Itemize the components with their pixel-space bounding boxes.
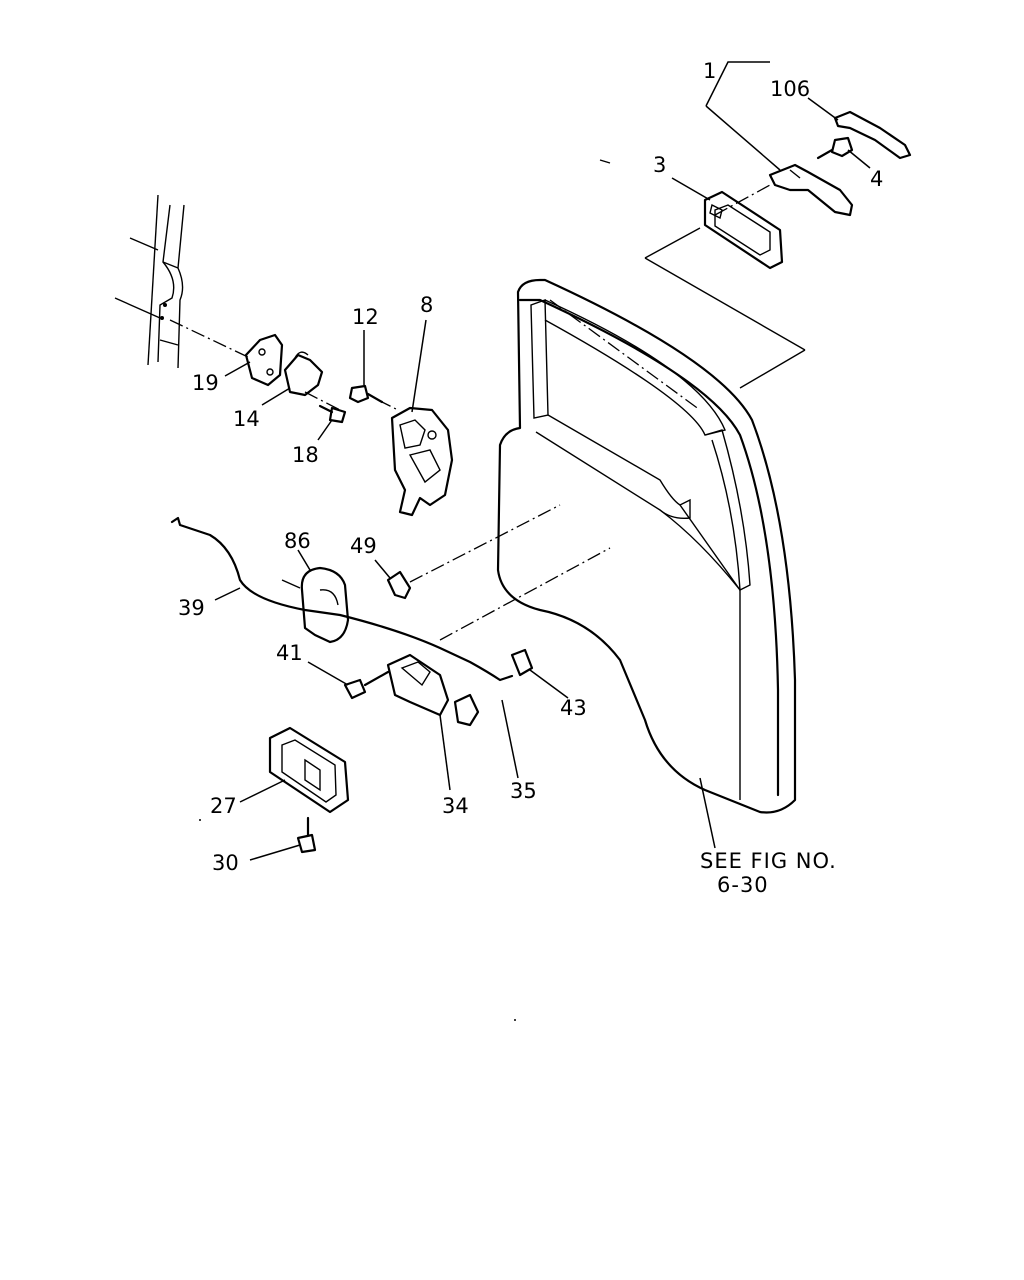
cover-86	[281, 566, 350, 644]
label-19: 19	[192, 371, 219, 395]
label-106: 106	[770, 77, 810, 101]
reference-note-line2: 6-30	[717, 873, 769, 897]
bezel-27	[268, 726, 350, 814]
rod-39	[170, 516, 514, 682]
label-27: 27	[210, 794, 237, 818]
label-41: 41	[276, 641, 303, 665]
clip-43	[510, 648, 534, 677]
door-panel	[496, 278, 797, 814]
screw-4	[816, 136, 854, 160]
leader-lines	[214, 61, 871, 861]
label-86: 86	[284, 529, 311, 553]
striker-14	[283, 351, 324, 397]
label-30: 30	[212, 851, 239, 875]
handle-rod-106	[833, 110, 912, 160]
part-labels: 1 106 3 4 12 8 19 14 18 86 49 39 41 43 3…	[178, 59, 883, 875]
screw-30	[296, 816, 317, 854]
label-3: 3	[653, 153, 666, 177]
gasket-3	[703, 190, 784, 270]
label-12: 12	[352, 305, 379, 329]
reference-note: SEE FIG NO. 6-30	[700, 849, 837, 897]
body-pillar	[114, 194, 185, 369]
striker-plate-19	[244, 333, 284, 387]
label-18: 18	[292, 443, 319, 467]
bolt-12	[348, 384, 384, 404]
label-43: 43	[560, 696, 587, 720]
label-1: 1	[703, 59, 716, 83]
outside-handle	[768, 163, 854, 217]
clip-49	[386, 570, 412, 600]
label-35: 35	[510, 779, 537, 803]
label-39: 39	[178, 596, 205, 620]
label-4: 4	[870, 167, 883, 191]
label-14: 14	[233, 407, 260, 431]
label-49: 49	[350, 534, 377, 558]
label-34: 34	[442, 794, 469, 818]
door-lock-8	[390, 406, 454, 517]
bolt-18	[318, 404, 347, 424]
reference-note-line1: SEE FIG NO.	[700, 849, 837, 873]
inside-handle-34	[386, 653, 480, 727]
screw-41	[343, 670, 390, 700]
assembly-centerlines	[169, 159, 806, 641]
label-8: 8	[420, 293, 433, 317]
